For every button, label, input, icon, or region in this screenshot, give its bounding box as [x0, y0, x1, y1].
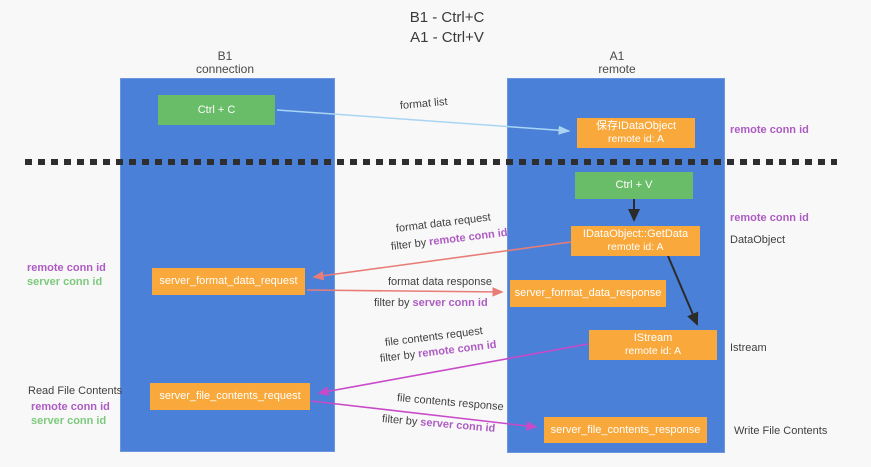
server-format-data-response-node: server_format_data_response: [510, 280, 666, 307]
save-idataobject-remote-id: remote id: A: [607, 133, 665, 145]
server-format-data-request-label: server_format_data_request: [159, 275, 298, 287]
remote-conn-id-label-mid-right: remote conn id: [730, 212, 809, 224]
server-conn-id-label-left: server conn id: [27, 276, 103, 288]
dataobject-label: DataObject: [730, 234, 786, 246]
istream-remote-id: remote id: A: [624, 345, 682, 357]
server-format-data-request-node: server_format_data_request: [152, 268, 305, 295]
ctrl-c-label: Ctrl + C: [197, 103, 236, 116]
ctrl-c-node: Ctrl + C: [158, 95, 275, 125]
write-file-contents-label: Write File Contents: [734, 425, 828, 437]
arrow-format-data-request: [312, 241, 572, 281]
save-idataobject-node: 保存IDataObject remote id: A: [577, 118, 695, 148]
istream-side-label: Istream: [730, 342, 767, 354]
server-conn-id-label-left-2: server conn id: [31, 415, 107, 427]
idataobject-getdata-node: IDataObject::GetData remote id: A: [571, 226, 700, 256]
server-conn-id-highlight: server conn id: [412, 297, 488, 309]
server-file-contents-response-label: server_file_contents_response: [550, 423, 701, 436]
format-data-response-label: format data response: [388, 276, 492, 288]
server-file-contents-response-node: server_file_contents_response: [544, 417, 707, 443]
istream-node: IStream remote id: A: [589, 330, 717, 360]
istream-title: IStream: [633, 332, 673, 344]
arrow-format-data-response: [306, 287, 504, 297]
diagram-title: B1 - Ctrl+C A1 - Ctrl+V: [0, 8, 871, 48]
lane-b1-name: B1: [217, 49, 233, 63]
read-file-contents-label: Read File Contents: [28, 385, 123, 397]
server-file-contents-request-node: server_file_contents_request: [150, 383, 310, 410]
ctrl-v-node: Ctrl + V: [575, 172, 693, 199]
lane-a1-subtitle: remote: [598, 62, 636, 76]
lane-header-a1: A1 remote: [517, 50, 717, 76]
copy-paste-separator-dashed-line: [25, 159, 837, 165]
arrow-format-list: [276, 109, 571, 135]
title-line-2: A1 - Ctrl+V: [410, 29, 484, 46]
conn-id-labels-left-format: remote conn id server conn id: [27, 261, 106, 289]
server-format-data-response-label: server_format_data_response: [514, 287, 662, 299]
remote-conn-id-label-top-right: remote conn id: [730, 124, 809, 136]
filter-by-text: filter by: [374, 297, 410, 309]
remote-conn-id-label-left-2: remote conn id: [31, 401, 110, 413]
save-idataobject-title: 保存IDataObject: [595, 120, 677, 132]
arrow-file-contents-request: [317, 343, 589, 397]
getdata-title: IDataObject::GetData: [582, 228, 689, 240]
getdata-remote-id: remote id: A: [607, 241, 664, 253]
lane-header-b1: B1 connection: [125, 50, 325, 76]
arrow-getdata-to-istream: [667, 255, 699, 326]
server-file-contents-request-label: server_file_contents_request: [159, 390, 301, 402]
lane-a1-name: A1: [609, 49, 625, 63]
title-line-1: B1 - Ctrl+C: [409, 9, 485, 26]
conn-id-labels-left-file: remote conn id server conn id: [31, 400, 110, 428]
remote-conn-id-label-left: remote conn id: [27, 262, 106, 274]
lane-b1-subtitle: connection: [195, 62, 255, 76]
ctrl-v-label: Ctrl + V: [615, 179, 653, 191]
arrow-file-contents-response: [310, 400, 538, 431]
